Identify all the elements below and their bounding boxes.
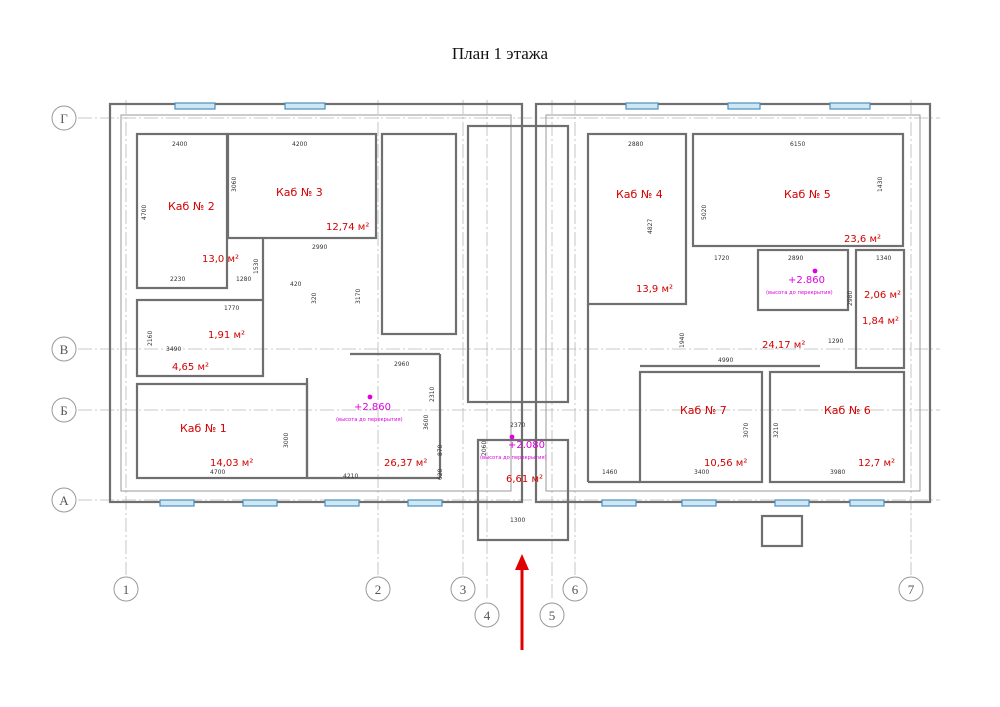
axis-label-a: А (59, 493, 69, 508)
room-area: 12,74 м² (326, 222, 369, 233)
axis-label-6: 6 (572, 582, 579, 597)
room-name: Каб № 1 (180, 422, 227, 435)
dimension-label: 320 (311, 292, 318, 304)
room-labels: Каб № 2 13,0 м² Каб № 3 12,74 м² Каб № 4… (168, 186, 895, 469)
dimension-label: 2370 (510, 422, 525, 429)
level-dot (509, 434, 515, 440)
dimension-label: 2160 (147, 331, 154, 346)
windows (159, 102, 885, 507)
axis-label-5: 5 (549, 608, 556, 623)
axis-label-b: Б (60, 403, 67, 418)
dimension-label: 3600 (423, 415, 430, 430)
dimension-label: 420 (290, 281, 302, 288)
dimensions: 2400 4200 2880 6150 4700 3060 5020 1430 … (141, 141, 891, 524)
dimension-label: 2990 (312, 244, 327, 251)
dimension-label: 2400 (172, 141, 187, 148)
room-area: 13,9 м² (636, 284, 673, 295)
dimension-label: 2880 (628, 141, 643, 148)
dimension-label: 1720 (714, 255, 729, 262)
axis-bubbles: Г В Б А 1 2 3 4 5 6 7 (51, 105, 924, 628)
area-label: 4,65 м² (172, 362, 209, 373)
level-note: (высота до перекрытия) (766, 290, 833, 296)
room-name: Каб № 4 (616, 188, 663, 201)
dimension-label: 4990 (718, 357, 733, 364)
dimension-label: 3400 (694, 469, 709, 476)
axis-label-1: 1 (123, 582, 130, 597)
level-marks: +2.860 (высота до перекрытия) +2.860 (вы… (336, 268, 833, 461)
area-label: 1,91 м² (208, 330, 245, 341)
dimension-label: 5020 (701, 205, 708, 220)
dimension-label: 4700 (210, 469, 225, 476)
dimension-label: 3000 (283, 433, 290, 448)
room-area: 13,0 м² (202, 254, 239, 265)
axis-label-4: 4 (484, 608, 491, 623)
porch (760, 514, 804, 548)
room-area: 12,7 м² (858, 458, 895, 469)
dimension-label: 3210 (773, 423, 780, 438)
dimension-label: 1430 (877, 177, 884, 192)
area-label: 1,84 м² (862, 316, 899, 327)
dimension-label: 1280 (236, 276, 251, 283)
dimension-label: 3070 (743, 423, 750, 438)
area-labels: 1,91 м² 4,65 м² 26,37 м² 6,61 м² 2,06 м²… (172, 290, 901, 485)
dimension-label: 3170 (355, 289, 362, 304)
room-area: 23,6 м² (844, 234, 881, 245)
level-note: (высота до перекрытия) (480, 455, 547, 461)
room-area: 14,03 м² (210, 458, 253, 469)
dimension-label: 2980 (847, 291, 854, 306)
dimension-label: 3060 (231, 177, 238, 192)
dimension-label: 1290 (828, 338, 843, 345)
dimension-label: 1770 (224, 305, 239, 312)
area-label: 2,06 м² (864, 290, 901, 301)
axis-label-7: 7 (908, 582, 915, 597)
dimension-label: 4827 (647, 219, 654, 234)
dimension-label: 2960 (394, 361, 409, 368)
level-dot (367, 394, 373, 400)
axis-label-2: 2 (375, 582, 382, 597)
room-name: Каб № 2 (168, 200, 215, 213)
dimension-label: 4200 (292, 141, 307, 148)
axis-grid (78, 100, 940, 600)
dimension-label: 4210 (343, 473, 358, 480)
axis-label-v: В (60, 342, 69, 357)
dimension-label: 3490 (166, 346, 181, 353)
dimension-label: 2310 (429, 387, 436, 402)
level-value: +2.080 (508, 440, 545, 451)
room-name: Каб № 5 (784, 188, 831, 201)
room-name: Каб № 7 (680, 404, 727, 417)
dimension-label: 2060 (481, 441, 488, 456)
dimension-label: 620 (437, 468, 444, 480)
plan-title: План 1 этажа (451, 44, 549, 63)
level-note: (высота до перекрытия) (336, 417, 403, 423)
room-area: 10,56 м² (704, 458, 747, 469)
axis-label-3: 3 (460, 582, 467, 597)
entrance-arrow-icon (515, 554, 529, 650)
level-value: +2.860 (354, 402, 391, 413)
dimension-label: 3980 (830, 469, 845, 476)
level-value: +2.860 (788, 275, 825, 286)
dimension-label: 2890 (788, 255, 803, 262)
dimension-label: 6150 (790, 141, 805, 148)
room-name: Каб № 3 (276, 186, 323, 199)
dimension-label: 4700 (141, 205, 148, 220)
area-label: 6,61 м² (506, 474, 543, 485)
axis-label-g: Г (60, 111, 68, 126)
dimension-label: 1940 (679, 333, 686, 348)
level-dot (812, 268, 818, 274)
room-name: Каб № 6 (824, 404, 871, 417)
dimension-label: 1530 (253, 259, 260, 274)
dimension-label: 1460 (602, 469, 617, 476)
area-label: 24,17 м² (762, 340, 805, 351)
dimension-label: 2230 (170, 276, 185, 283)
dimension-label: 1340 (876, 255, 891, 262)
dimension-label: 1300 (510, 517, 525, 524)
dimension-label: 870 (437, 444, 444, 456)
area-label: 26,37 м² (384, 458, 427, 469)
